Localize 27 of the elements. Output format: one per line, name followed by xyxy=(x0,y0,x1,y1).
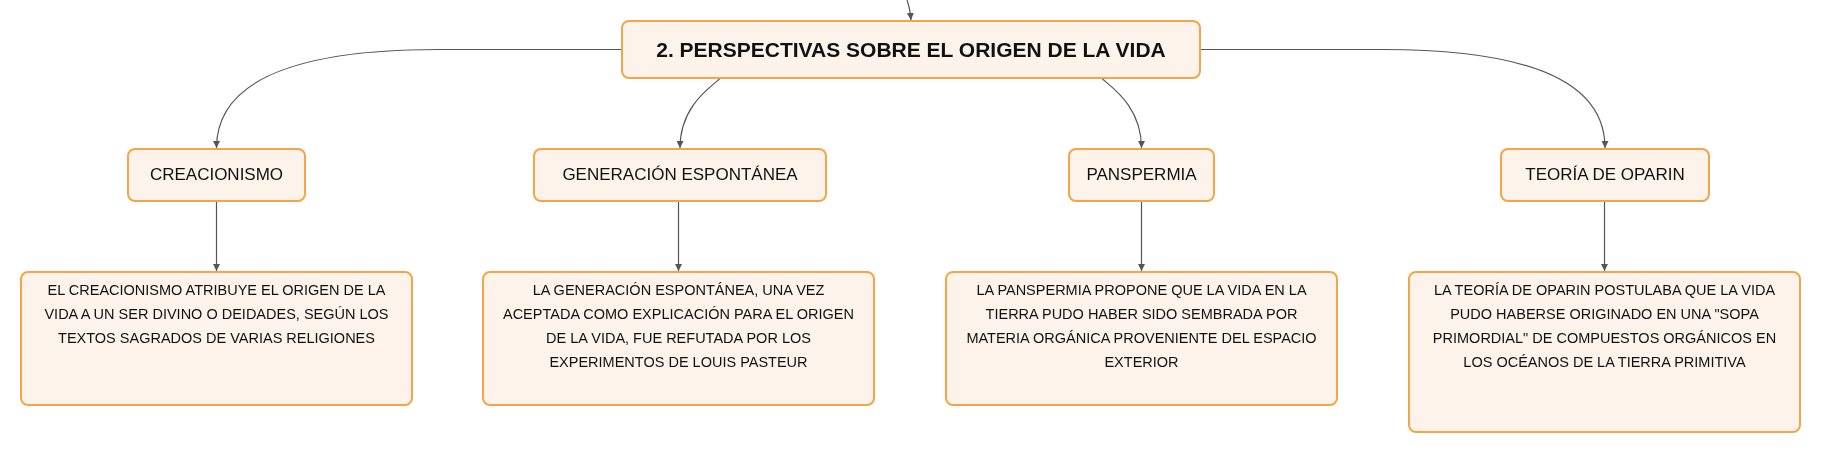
topic-label: PANSPERMIA xyxy=(1086,165,1197,185)
description-box xyxy=(482,271,875,406)
description-box xyxy=(20,271,413,406)
description-box xyxy=(945,271,1338,406)
connector-arrow xyxy=(213,201,220,272)
title-text: 2. PERSPECTIVAS SOBRE EL ORIGEN DE LA VIDA xyxy=(656,37,1166,62)
connector-arrow xyxy=(676,78,721,149)
description-text: EL CREACIONISMO ATRIBUYE EL ORIGEN DE LA VIDA A UN SER DIVINO O DEIDADES, SEGÚN LOS TEXTOS SAGRADOS DE VARIAS RELIGIONES xyxy=(43,281,390,348)
connector-arrow xyxy=(1138,201,1145,272)
connector-arrow xyxy=(1101,78,1145,149)
connector-arrow xyxy=(1601,201,1608,272)
connector-arrow xyxy=(906,0,914,21)
topic-label: TEORÍA DE OPARIN xyxy=(1525,165,1685,185)
description-text: LA TEORÍA DE OPARIN POSTULABA QUE LA VIDA PUDO HABERSE ORIGINADO EN UNA "SOPA PRIMORDIAL" DE COMPUESTOS ORGÁNICOS EN LOS OCÉANOS DE LA TIERRA PRIMITIVA xyxy=(1431,281,1778,372)
topic-box xyxy=(533,148,827,202)
connector-arrow xyxy=(675,201,682,272)
topic-label: GENERACIÓN ESPONTÁNEA xyxy=(562,165,798,185)
connector-arrow xyxy=(1200,48,1608,149)
connector-arrow xyxy=(213,48,622,149)
description-text: LA GENERACIÓN ESPONTÁNEA, UNA VEZ ACEPTADA COMO EXPLICACIÓN PARA EL ORIGEN DE LA VIDA, FUE REFUTADA POR LOS EXPERIMENTOS DE LOUIS PASTEUR xyxy=(501,281,855,372)
description-box xyxy=(1408,271,1801,433)
topic-box xyxy=(1068,148,1215,202)
topic-label: CREACIONISMO xyxy=(149,165,284,185)
topic-box xyxy=(1500,148,1710,202)
topic-box xyxy=(127,148,306,202)
description-text: LA PANSPERMIA PROPONE QUE LA VIDA EN LA TIERRA PUDO HABER SIDO SEMBRADA POR MATERIA ORGÁNICA PROVENIENTE DEL ESPACIO EXTERIOR xyxy=(965,281,1318,372)
title-box xyxy=(621,20,1201,79)
